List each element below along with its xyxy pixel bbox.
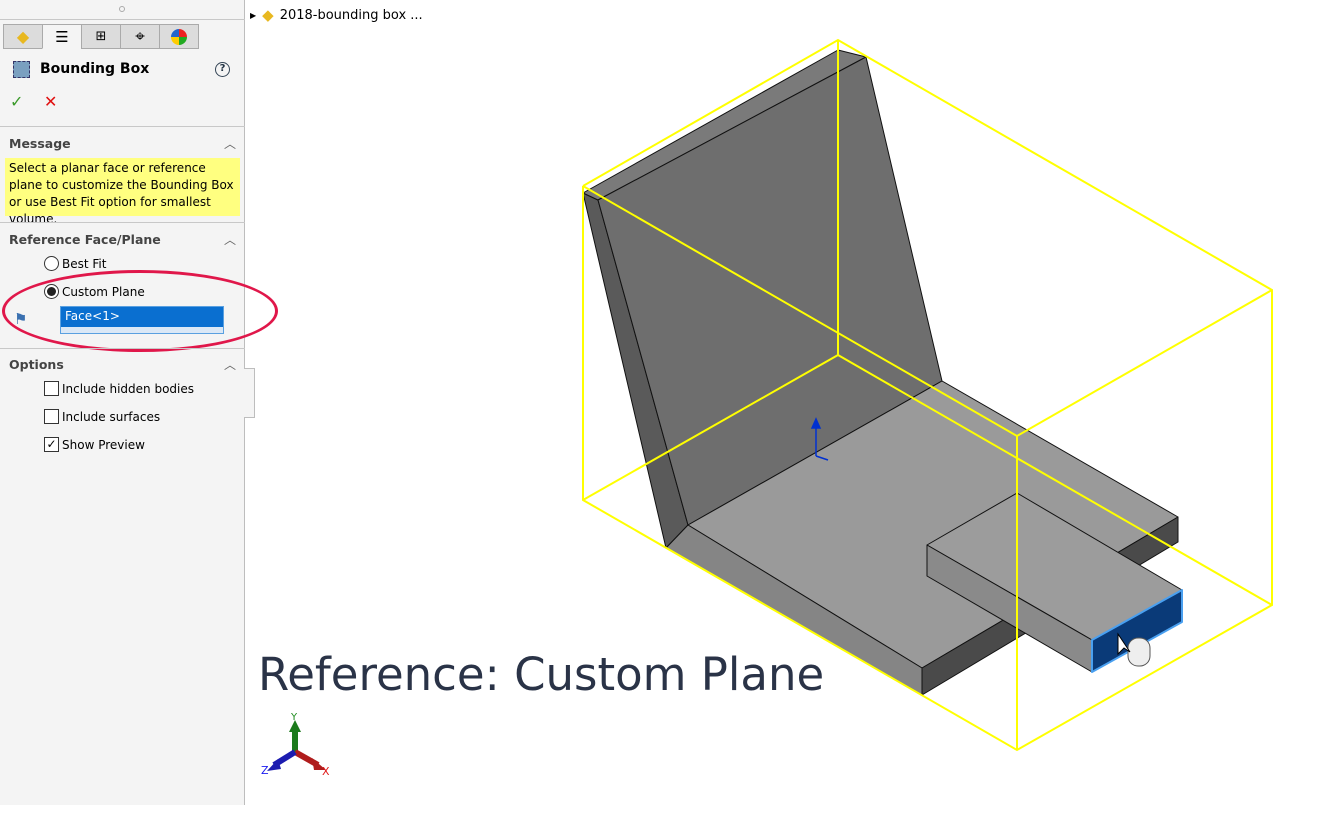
mouse-cursor-icon [1117, 632, 1151, 667]
show-preview-checkbox[interactable]: ✓Show Preview [44, 437, 145, 452]
selected-face[interactable] [1091, 589, 1183, 673]
tab-side-face[interactable] [926, 544, 1093, 673]
checkbox-label: Show Preview [62, 437, 145, 452]
message-text: Select a planar face or reference plane … [5, 158, 240, 226]
radio-circle[interactable] [44, 256, 59, 271]
part-name: 2018-bounding box ... [279, 7, 423, 23]
cancel-button[interactable]: ✕ [44, 92, 58, 111]
panel-resize-handle[interactable] [244, 368, 255, 418]
wall-top-face[interactable] [582, 49, 867, 201]
coordinate-triad [267, 720, 326, 771]
message-header[interactable]: Message [9, 136, 71, 151]
dimxpert-icon: ⌖ [135, 26, 145, 47]
checkbox[interactable]: ✓ [44, 437, 59, 452]
tab-top-face[interactable] [926, 492, 1183, 641]
checkbox-label: Include surfaces [62, 409, 161, 424]
base-right-face[interactable] [921, 516, 1179, 696]
wall-front-face[interactable] [597, 56, 943, 526]
best-fit-label: Best Fit [62, 256, 107, 271]
divider [0, 348, 245, 349]
checkbox[interactable] [44, 381, 59, 396]
triad-x-label: X [322, 765, 330, 778]
expand-arrow-icon[interactable]: ▶ [250, 10, 257, 20]
tab-configuration-manager[interactable]: ⊞ [81, 24, 121, 49]
tab-dimxpert-manager[interactable]: ⌖ [120, 24, 160, 49]
ok-button[interactable]: ✓ [10, 92, 24, 111]
divider [0, 19, 245, 20]
best-fit-radio[interactable]: Best Fit [44, 256, 106, 271]
bounding-box-icon [13, 61, 30, 78]
triad-y-label: Y [290, 712, 298, 723]
display-manager-icon [171, 28, 187, 45]
property-manager-panel: ◆ ☰ ⊞ ⌖ Bounding Box ? ✓ ✕ Message ︿ Sel… [0, 0, 278, 805]
collapse-message-icon[interactable]: ︿ [224, 137, 237, 151]
tab-property-manager[interactable]: ☰ [42, 24, 82, 49]
triad-z-label: Z [261, 764, 269, 777]
collapse-options-icon[interactable]: ︿ [224, 358, 237, 372]
base-top-face[interactable] [687, 380, 1179, 669]
checkbox[interactable] [44, 409, 59, 424]
part-model[interactable] [582, 49, 1183, 696]
help-icon[interactable]: ? [215, 62, 230, 77]
tab-feature-manager[interactable]: ◆ [3, 24, 43, 49]
property-manager-icon: ☰ [55, 27, 69, 46]
part-icon: ◆ [262, 6, 274, 24]
collapse-reference-icon[interactable]: ︿ [224, 233, 237, 247]
divider [0, 126, 245, 127]
options-header[interactable]: Options [9, 357, 64, 372]
panel-grip[interactable] [119, 6, 125, 12]
bounding-box-preview [582, 38, 1273, 752]
configuration-manager-icon: ⊞ [95, 29, 107, 44]
panel-title: Bounding Box [40, 61, 150, 77]
feature-tree-item[interactable]: ▶ ◆ 2018-bounding box ... [250, 6, 423, 24]
wall-side-face[interactable] [582, 192, 689, 549]
include-hidden-bodies-checkbox[interactable]: Include hidden bodies [44, 381, 194, 396]
checkbox-label: Include hidden bodies [62, 381, 195, 396]
manager-tabs: ◆ ☰ ⊞ ⌖ [3, 24, 199, 49]
part-icon: ◆ [16, 27, 30, 46]
divider [0, 222, 245, 223]
tab-display-manager[interactable] [159, 24, 199, 49]
reference-header[interactable]: Reference Face/Plane [9, 232, 161, 247]
origin-icon [810, 417, 829, 461]
include-surfaces-checkbox[interactable]: Include surfaces [44, 409, 160, 424]
caption-text: Reference: Custom Plane [258, 648, 825, 701]
highlight-ellipse [2, 270, 278, 352]
